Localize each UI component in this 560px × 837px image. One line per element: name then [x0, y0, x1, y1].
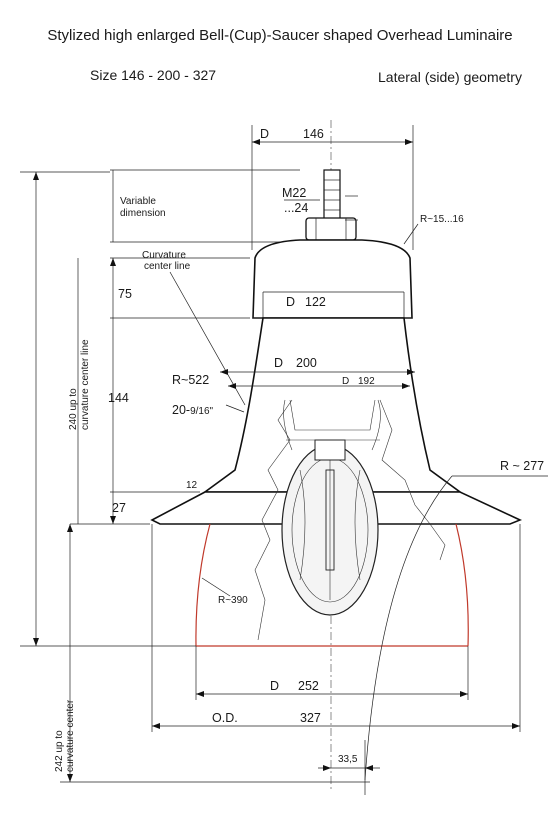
cutaway-right: [379, 399, 446, 561]
r390-label: R~390: [218, 595, 248, 606]
view-label: Lateral (side) geometry: [378, 69, 522, 85]
d252-prefix: D: [270, 679, 279, 693]
dim-240: 240 up tocurvature center line: [20, 171, 196, 647]
threaded-stud: M22 ...24: [282, 169, 358, 241]
od-prefix: O.D.: [212, 711, 238, 725]
dim-d192: D 192: [228, 376, 410, 389]
upper-housing: D 122 R~15...16: [252, 214, 464, 319]
r277-label: R ~ 277: [500, 459, 544, 473]
r522-inch-label: 20-9/16": [172, 403, 214, 417]
drawing-title: Stylized high enlarged Bell-(Cup)-Saucer…: [47, 27, 512, 44]
height-144: 144: [108, 391, 129, 405]
d122-prefix: D: [286, 295, 295, 309]
dim-d252: D 252: [195, 646, 469, 700]
r522-label: R~522: [172, 373, 209, 387]
radius-top-label: R~15...16: [420, 214, 464, 225]
d252-value: 252: [298, 679, 319, 693]
height-75: 75: [118, 287, 132, 301]
dim-d146: D 146: [251, 125, 414, 250]
height-12: 12: [186, 480, 198, 491]
size-label: Size 146 - 200 - 327: [90, 67, 216, 83]
thread-length: ...24: [284, 201, 308, 215]
dim-od327: O.D. 327: [151, 524, 521, 732]
lower-profile-red: [195, 523, 469, 647]
dim-240-label: 240 up tocurvature center line: [68, 339, 91, 430]
d200-prefix: D: [274, 356, 283, 370]
cutaway-left: [254, 399, 293, 641]
d192-value: 192: [358, 376, 375, 387]
thread-m22: M22: [282, 186, 306, 200]
offset-33-5: 33,5: [338, 754, 358, 765]
d146-prefix: D: [260, 127, 269, 141]
d200-value: 200: [296, 356, 317, 370]
d192-prefix: D: [342, 376, 349, 387]
dim-242: 242 up tocurvature center: [54, 524, 370, 783]
d146-value: 146: [303, 127, 324, 141]
left-vertical-dims: 75 144 27 12: [70, 257, 250, 525]
dim-d200: D 200: [220, 356, 415, 375]
dim-33-5: 33,5: [318, 740, 380, 795]
dim-242-label: 242 up tocurvature center: [54, 699, 76, 772]
height-27: 27: [112, 501, 126, 515]
d122-value: 122: [305, 295, 326, 309]
lamp-bulb: [281, 399, 381, 616]
od-value: 327: [300, 711, 321, 725]
